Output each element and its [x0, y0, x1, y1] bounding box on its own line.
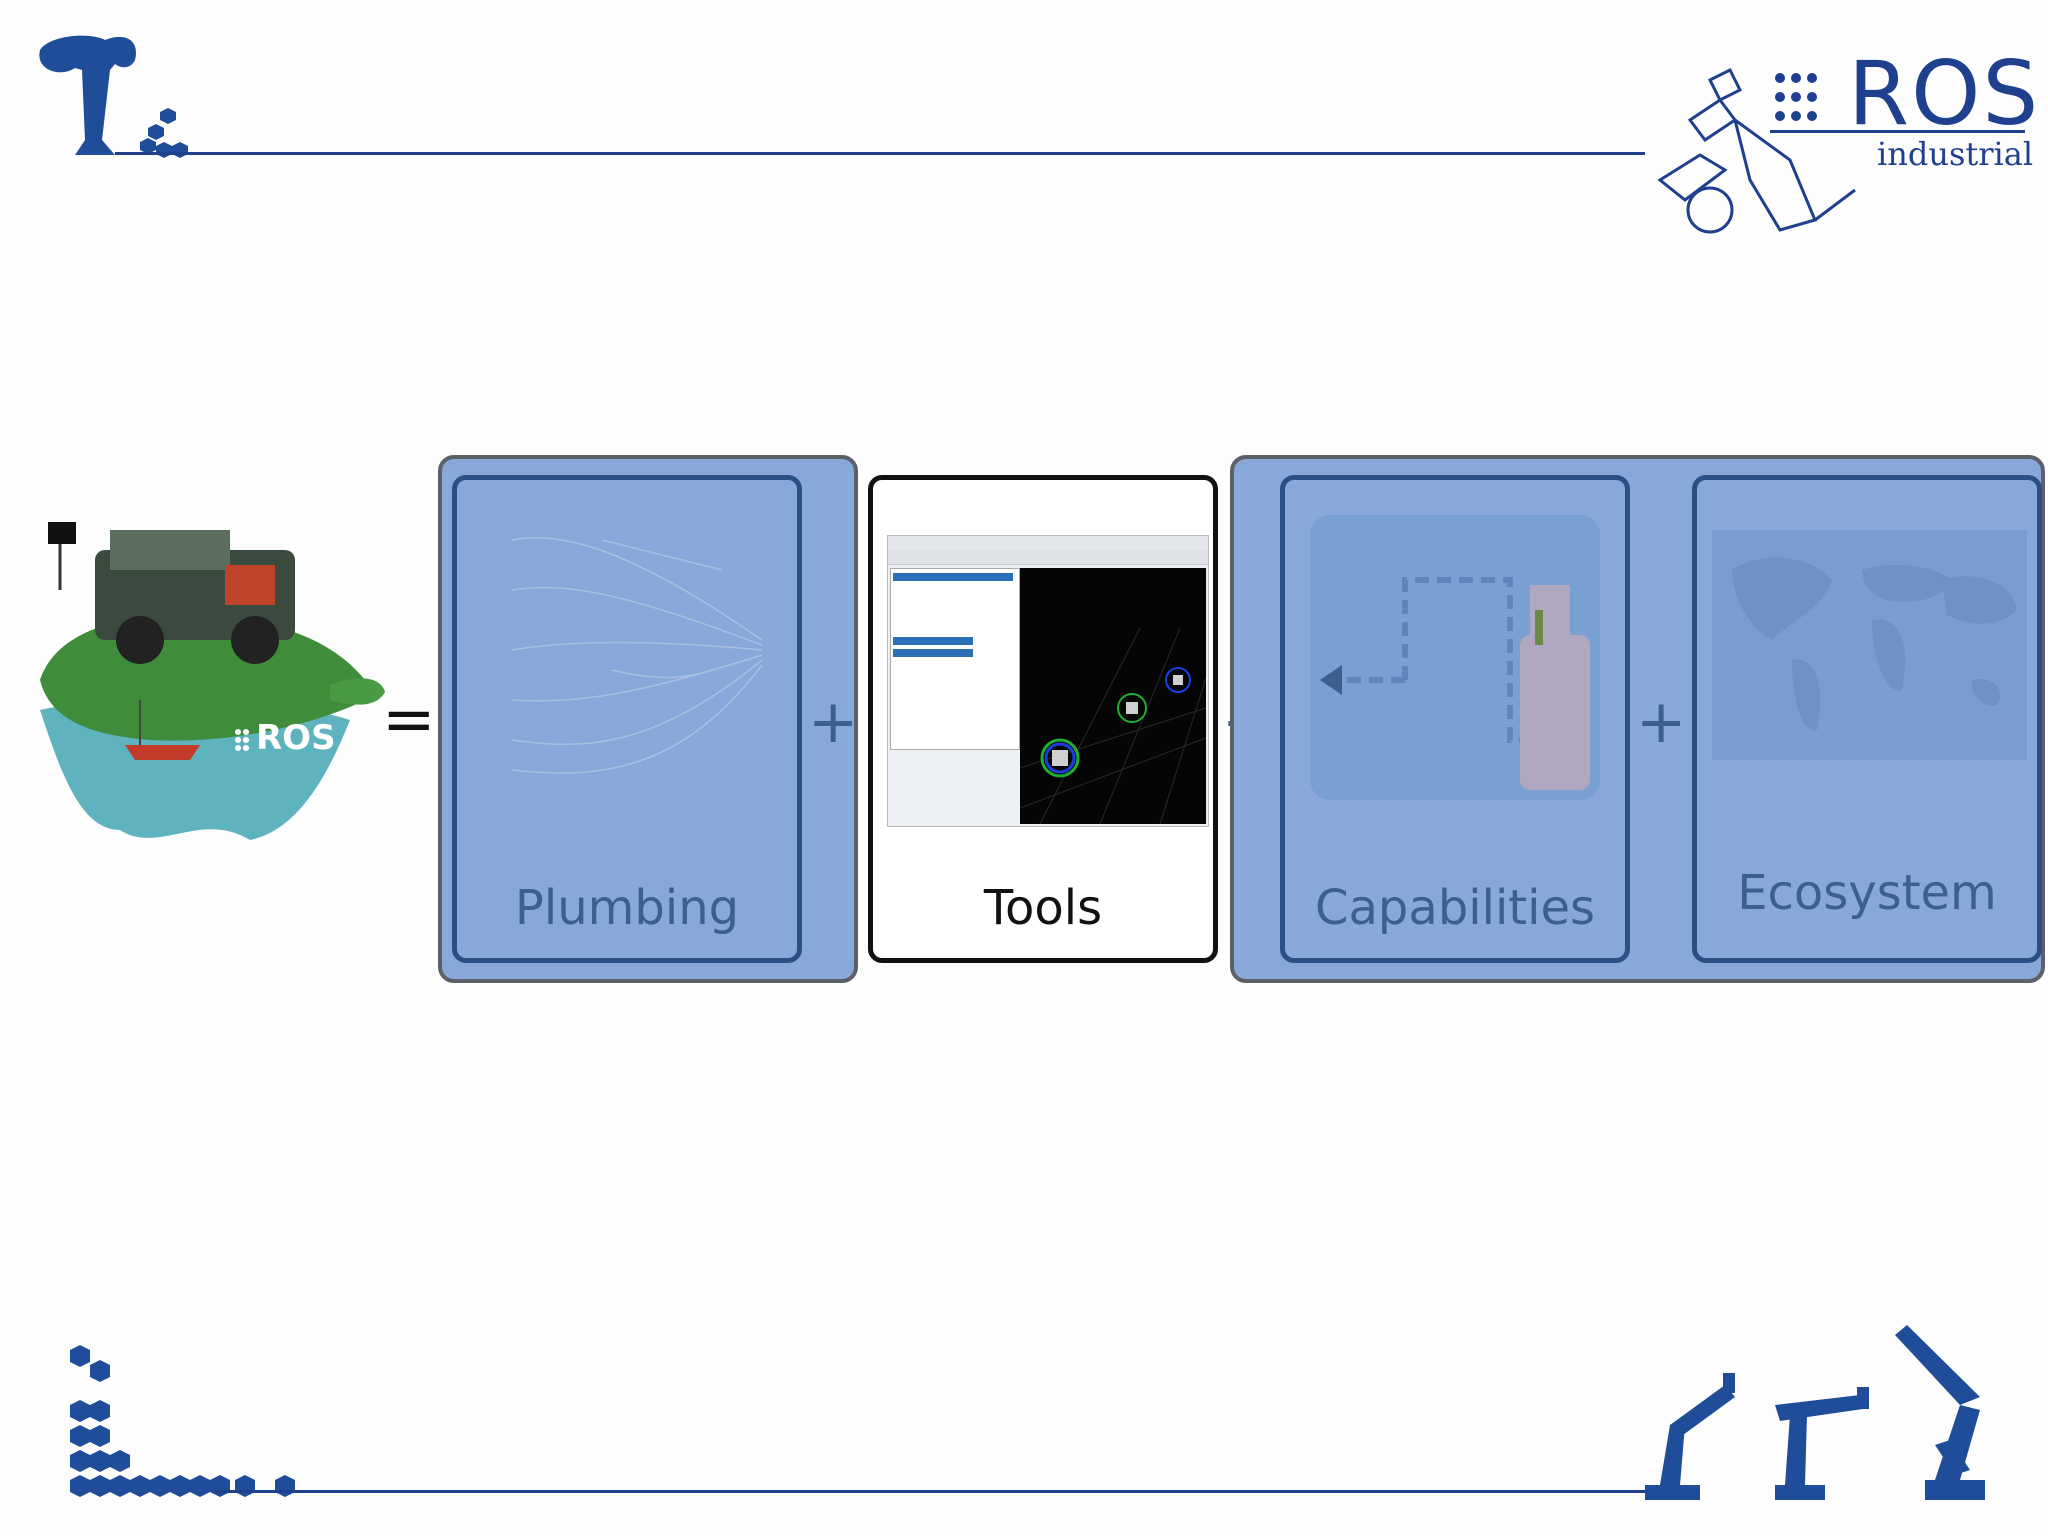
ros-logo-word: ROS — [1848, 42, 2041, 145]
ros-industrial-robot-arm-icon — [1657, 67, 1856, 234]
node-graph-illustration — [511, 536, 763, 774]
plus-sign-1: + — [808, 687, 859, 757]
plumbing-label: Plumbing — [514, 880, 740, 936]
world-map-illustration — [1712, 530, 2027, 760]
hex-cluster-icon — [70, 1345, 295, 1497]
header-rule — [115, 152, 1645, 155]
tools-label: Tools — [983, 880, 1103, 936]
tree-logo-icon — [39, 35, 188, 158]
plus-sign-3: + — [1636, 687, 1687, 757]
ros-logo-underline — [1770, 130, 2025, 133]
ros-logo-sub: industrial — [1877, 135, 2034, 173]
capabilities-card[interactable]: Capabilities — [1280, 475, 1630, 963]
ros-turtle-illustration: ROS — [0, 470, 400, 860]
ecosystem-card[interactable]: Ecosystem — [1692, 475, 2042, 963]
capabilities-label: Capabilities — [1315, 880, 1595, 936]
ecosystem-label: Ecosystem — [1737, 865, 1997, 921]
rviz-screenshot — [887, 535, 1209, 827]
plumbing-card[interactable]: Plumbing — [452, 475, 802, 963]
tools-card[interactable]: Tools — [868, 475, 1218, 963]
equals-sign: = — [382, 683, 436, 757]
robot-task-map-illustration — [1310, 515, 1600, 800]
ros-dots-icon — [1775, 73, 1817, 121]
footer-rule — [215, 1490, 1655, 1493]
industrial-robots-icon — [1645, 1325, 1985, 1500]
ros-turtle-label: ROS — [256, 718, 336, 758]
